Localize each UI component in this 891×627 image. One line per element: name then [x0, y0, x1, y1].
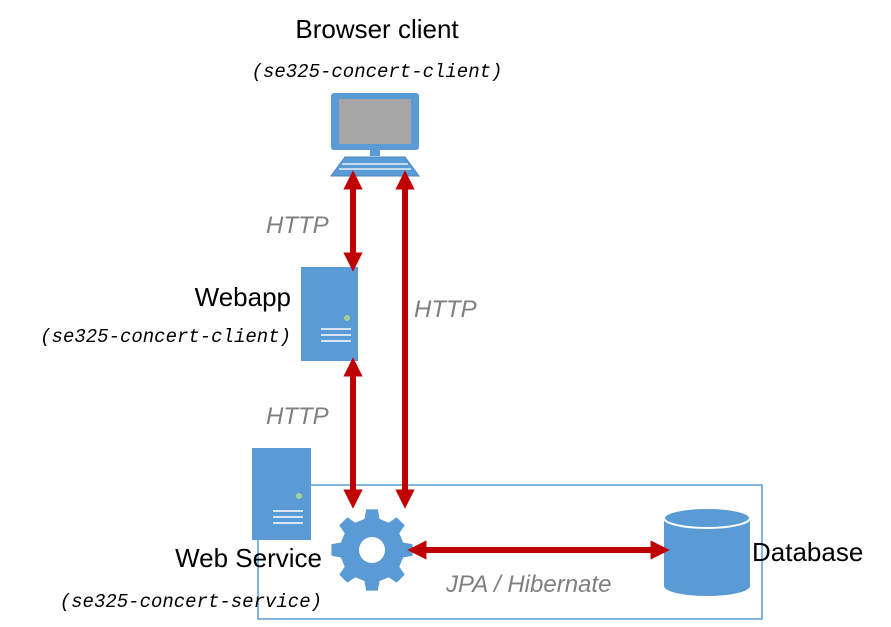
- protocol-label-webapp-service: HTTP: [266, 403, 329, 430]
- desktop-computer-icon: [330, 93, 420, 177]
- browser-client-title: Browser client: [295, 14, 459, 44]
- protocol-label-browser-webapp: HTTP: [266, 212, 329, 239]
- database-title: Database: [752, 537, 863, 567]
- protocol-label-service-database: JPA / Hibernate: [445, 571, 611, 598]
- server-tower-icon: [301, 267, 358, 361]
- gear-icon: [331, 509, 413, 591]
- browser-client-module: (se325-concert-client): [252, 61, 503, 83]
- server-tower-icon: [252, 448, 311, 540]
- webapp-title: Webapp: [195, 282, 291, 312]
- webapp-module: (se325-concert-client): [40, 326, 291, 348]
- web-service-title: Web Service: [175, 543, 322, 573]
- web-service-module: (se325-concert-service): [60, 591, 322, 613]
- database-cylinder-icon: [663, 507, 751, 596]
- protocol-label-browser-service: HTTP: [414, 296, 477, 323]
- web-service-container: [257, 484, 763, 620]
